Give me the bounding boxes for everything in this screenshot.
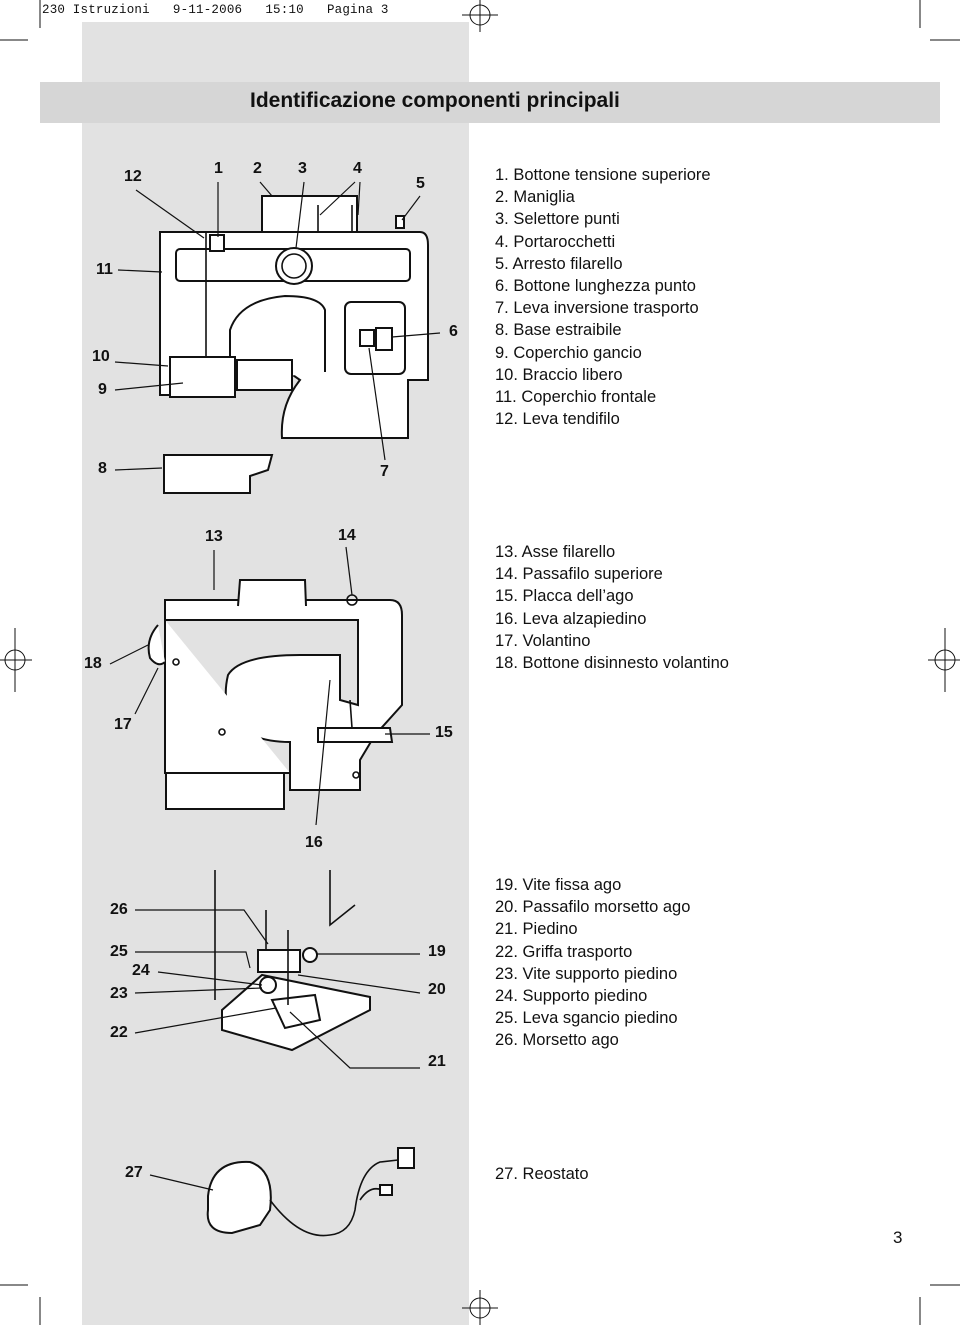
legend-item: 18. Bottone disinnesto volantino	[495, 653, 729, 672]
legend-list-1: 1. Bottone tensione superiore 2. Manigli…	[495, 164, 711, 430]
callout-2: 2	[253, 160, 262, 177]
legend-item: 24. Supporto piedino	[495, 986, 648, 1005]
callout-9: 9	[98, 381, 107, 398]
legend-item: 1. Bottone tensione superiore	[495, 166, 711, 184]
callout-22: 22	[110, 1024, 128, 1041]
legend-item: 6. Bottone lunghezza punto	[495, 276, 696, 295]
callout-10: 10	[92, 348, 110, 365]
legend-item: 10. Braccio libero	[495, 365, 623, 384]
legend-item: 16. Leva alzapiedino	[495, 609, 647, 628]
callout-14: 14	[338, 527, 356, 544]
callout-23: 23	[110, 985, 128, 1002]
legend-list-2: 13. Asse filarello 14. Passafilo superio…	[495, 541, 729, 674]
legend-list-4: 27. Reostato	[495, 1163, 589, 1185]
presser-foot-illustration	[134, 870, 421, 1069]
legend-item: 17. Volantino	[495, 631, 591, 650]
callout-13: 13	[205, 528, 223, 545]
callout-11: 11	[96, 261, 113, 278]
legend-item: 2. Maniglia	[495, 188, 575, 207]
callout-1: 1	[214, 160, 223, 177]
foot-controller-illustration	[149, 1147, 415, 1237]
callout-12: 12	[124, 168, 142, 185]
machine-side-illustration	[109, 546, 430, 826]
legend-item: 20. Passafilo morsetto ago	[495, 898, 691, 917]
legend-item: 11. Coperchio frontale	[495, 387, 657, 406]
callout-21: 21	[428, 1053, 446, 1070]
legend-item: 13. Asse filarello	[495, 543, 616, 561]
legend-item: 23. Vite supporto piedino	[495, 964, 678, 983]
page-number: 3	[893, 1228, 903, 1247]
legend-item: 12. Leva tendifilo	[495, 410, 620, 429]
callout-7: 7	[380, 463, 389, 480]
callout-20: 20	[428, 981, 446, 998]
callout-27: 27	[125, 1164, 143, 1181]
legend-list-3: 19. Vite fissa ago 20. Passafilo morsett…	[495, 874, 690, 1052]
callout-4: 4	[353, 160, 362, 177]
callout-8: 8	[98, 460, 107, 477]
callout-15: 15	[435, 724, 453, 741]
callout-25: 25	[110, 943, 128, 960]
legend-item: 4. Portarocchetti	[495, 232, 616, 251]
legend-item: 9. Coperchio gancio	[495, 343, 642, 362]
callout-26: 26	[110, 901, 128, 918]
callout-5: 5	[416, 175, 425, 192]
legend-item: 15. Placca dell’ago	[495, 587, 634, 606]
legend-item: 3. Selettore punti	[495, 210, 620, 229]
legend-item: 7. Leva inversione trasporto	[495, 299, 699, 318]
legend-item: 22. Griffa trasporto	[495, 942, 633, 961]
page-title: Identificazione componenti principali	[250, 89, 620, 112]
legend-item: 5. Arresto filarello	[495, 254, 623, 273]
legend-item: 21. Piedino	[495, 920, 578, 939]
callout-24: 24	[132, 962, 150, 979]
legend-item: 26. Morsetto ago	[495, 1031, 619, 1050]
callout-17: 17	[114, 716, 132, 733]
legend-item: 8. Base estraibile	[495, 321, 622, 340]
machine-front-illustration	[114, 181, 441, 494]
callout-16: 16	[305, 834, 323, 851]
callout-19: 19	[428, 943, 446, 960]
callout-6: 6	[449, 323, 458, 340]
title-band	[40, 82, 940, 123]
print-header: 230 Istruzioni 9-11-2006 15:10 Pagina 3	[42, 3, 389, 17]
legend-item: 27. Reostato	[495, 1165, 589, 1183]
legend-item: 14. Passafilo superiore	[495, 565, 663, 584]
legend-item: 19. Vite fissa ago	[495, 876, 622, 894]
callout-18: 18	[84, 655, 102, 672]
legend-item: 25. Leva sgancio piedino	[495, 1009, 678, 1028]
callout-3: 3	[298, 160, 307, 177]
